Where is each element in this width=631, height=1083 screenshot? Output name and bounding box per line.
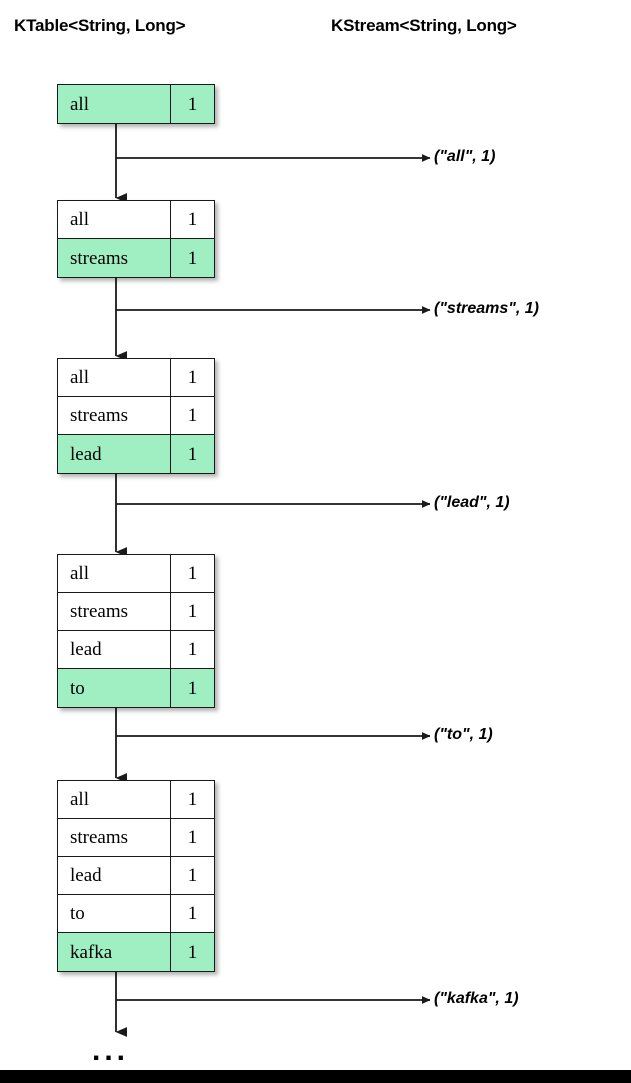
continuation-ellipsis: ...: [92, 1034, 130, 1067]
row-value: 1: [187, 789, 198, 810]
row-value: 1: [187, 639, 198, 660]
row-value: 1: [187, 865, 198, 886]
row-value: 1: [187, 405, 198, 426]
table-row: all 1: [58, 359, 214, 397]
table-row: all 1: [58, 85, 214, 123]
row-key: to: [58, 895, 171, 932]
row-value: 1: [187, 367, 198, 388]
ktable-snapshot-5: all 1 streams 1 lead 1 to 1 kafka 1: [57, 780, 215, 972]
row-key: all: [58, 359, 171, 396]
row-value: 1: [187, 827, 198, 848]
ktable-snapshot-1: all 1: [57, 84, 215, 124]
ktable-snapshot-3: all 1 streams 1 lead 1: [57, 358, 215, 474]
table-row: streams 1: [58, 239, 214, 277]
row-key: streams: [58, 239, 171, 277]
table-row: streams 1: [58, 593, 214, 631]
row-value: 1: [187, 247, 198, 269]
row-value: 1: [187, 903, 198, 924]
row-key: lead: [58, 435, 171, 473]
row-key: all: [58, 85, 171, 123]
row-key: streams: [58, 819, 171, 856]
table-row: all 1: [58, 781, 214, 819]
ktable-snapshot-2: all 1 streams 1: [57, 200, 215, 278]
bottom-bar: [0, 1070, 631, 1083]
stream-record-label-2: ("streams", 1): [434, 300, 539, 317]
ktable-snapshot-4: all 1 streams 1 lead 1 to 1: [57, 554, 215, 708]
row-value: 1: [187, 601, 198, 622]
row-value: 1: [187, 941, 198, 963]
table-row: streams 1: [58, 819, 214, 857]
table-row: lead 1: [58, 857, 214, 895]
row-key: to: [58, 669, 171, 707]
table-row: all 1: [58, 555, 214, 593]
row-value: 1: [187, 443, 198, 465]
row-value: 1: [187, 209, 198, 230]
stream-record-label-5: ("kafka", 1): [434, 990, 519, 1007]
row-key: lead: [58, 857, 171, 894]
table-row: lead 1: [58, 435, 214, 473]
row-key: streams: [58, 593, 171, 630]
column-header-kstream: KStream<String, Long>: [331, 16, 517, 35]
row-value: 1: [187, 677, 198, 699]
table-row: kafka 1: [58, 933, 214, 971]
stream-record-label-1: ("all", 1): [434, 148, 496, 165]
row-key: streams: [58, 397, 171, 434]
row-key: lead: [58, 631, 171, 668]
table-row: lead 1: [58, 631, 214, 669]
table-row: streams 1: [58, 397, 214, 435]
table-row: to 1: [58, 895, 214, 933]
row-key: all: [58, 781, 171, 818]
row-value: 1: [187, 563, 198, 584]
row-key: kafka: [58, 933, 171, 971]
table-row: all 1: [58, 201, 214, 239]
stream-record-label-3: ("lead", 1): [434, 494, 510, 511]
table-row: to 1: [58, 669, 214, 707]
row-value: 1: [187, 93, 198, 115]
row-key: all: [58, 201, 171, 238]
row-key: all: [58, 555, 171, 592]
stream-record-label-4: ("to", 1): [434, 726, 493, 743]
column-header-ktable: KTable<String, Long>: [14, 16, 186, 35]
